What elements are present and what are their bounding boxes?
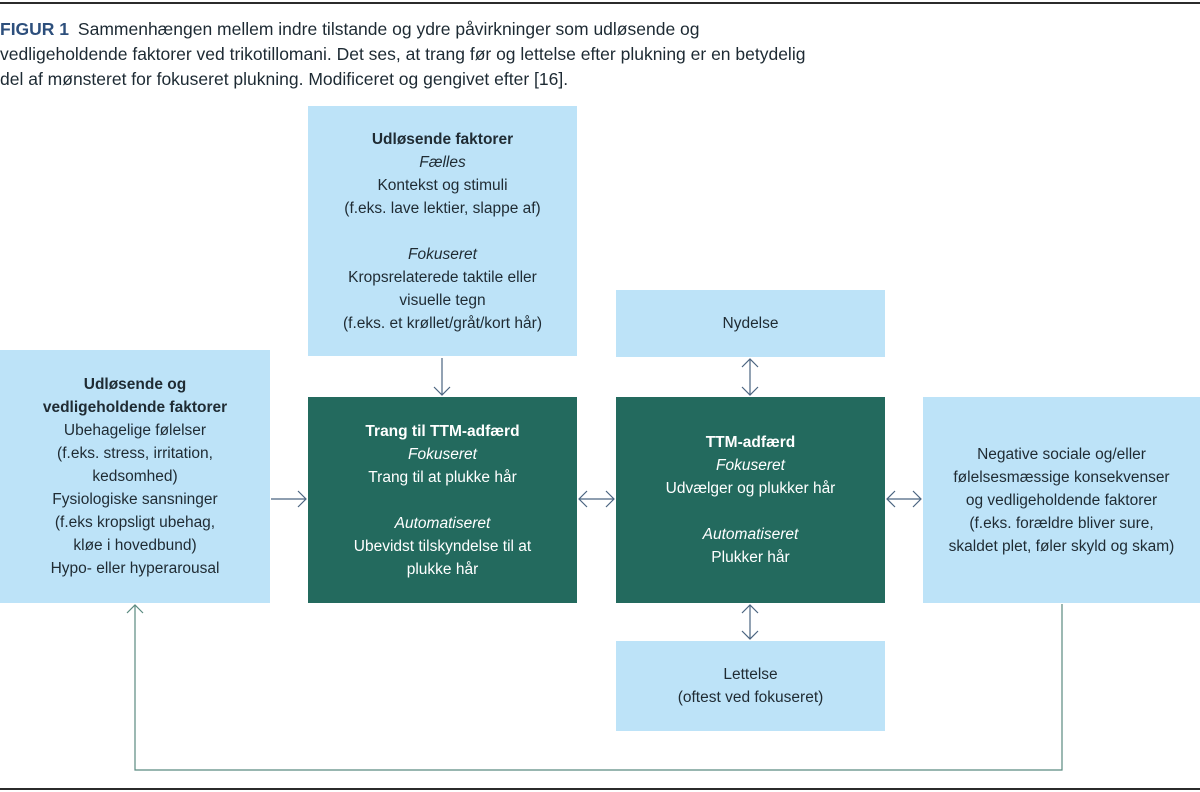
arrow-behavior-consequences: [886, 490, 922, 508]
box-title: vedligeholdende faktorer: [42, 399, 228, 416]
box-subtitle: Fokuseret: [716, 457, 785, 474]
box-text: Kontekst og stimuli: [377, 176, 508, 194]
box-text: Hypo- eller hyperarousal: [50, 560, 220, 577]
box-consequences: Negative sociale og/eller følelsesmæssig…: [923, 397, 1200, 603]
figure-caption: FIGUR 1 Sammenhængen mellem indre tilsta…: [0, 17, 830, 92]
arrow-urge-behavior: [578, 490, 615, 508]
box-text: (f.eks kropsligt ubehag,: [54, 514, 216, 531]
box-text: Negative sociale og/eller: [977, 445, 1146, 463]
box-text: (f.eks. et krøllet/gråt/kort hår): [343, 314, 542, 332]
figure-label: FIGUR 1: [0, 19, 70, 39]
arrow-behavior-relief: [741, 604, 759, 640]
box-text: Lettelse: [723, 666, 778, 683]
box-title: Udløsende og: [83, 376, 187, 393]
box-subtitle: Automatiseret: [394, 514, 491, 532]
box-pleasure: Nydelse: [616, 290, 885, 357]
bottom-rule: [0, 788, 1200, 790]
box-text: (f.eks. stress, irritation,: [57, 445, 213, 462]
box-text: kløe i hovedbund): [73, 537, 197, 554]
box-text: og vedligeholdende faktorer: [965, 491, 1158, 509]
arrow-triggers-top-to-urge: [433, 358, 451, 396]
box-text: visuelle tegn: [399, 291, 486, 309]
box-text: (f.eks. forældre bliver sure,: [969, 514, 1154, 532]
box-text: Ubevidst tilskyndelse til at: [353, 537, 532, 555]
box-subtitle: Fokuseret: [408, 245, 477, 263]
box-text: Plukker hår: [711, 549, 790, 566]
arrow-behavior-pleasure: [741, 358, 759, 396]
box-text: plukke hår: [406, 560, 479, 578]
box-title: Udløsende faktorer: [371, 130, 514, 148]
box-urge: Trang til TTM-adfærd Fokuseret Trang til…: [308, 397, 577, 603]
box-text: kedsomhed): [92, 468, 178, 485]
box-subtitle: Automatiseret: [702, 526, 799, 543]
box-subtitle: Fælles: [419, 153, 466, 171]
arrow-triggers-left-to-urge: [271, 490, 307, 508]
box-text: Udvælger og plukker hår: [665, 480, 836, 497]
box-text: Fysiologiske sansninger: [52, 491, 218, 508]
box-text: Ubehagelige følelser: [63, 422, 207, 439]
arrow-feedback-loop: [126, 604, 1063, 771]
box-behavior: TTM-adfærd Fokuseret Udvælger og plukker…: [616, 397, 885, 603]
box-title: Trang til TTM-adfærd: [365, 422, 520, 440]
box-text: (oftest ved fokuseret): [677, 689, 824, 706]
top-rule: [0, 2, 1200, 4]
box-text: (f.eks. lave lektier, slappe af): [344, 199, 541, 217]
box-relief: Lettelse (oftest ved fokuseret): [616, 641, 885, 731]
box-subtitle: Fokuseret: [408, 445, 477, 463]
box-title: TTM-adfærd: [705, 434, 796, 451]
box-text: Trang til at plukke hår: [368, 468, 517, 486]
box-text: følelsesmæssige konsekvenser: [953, 468, 1170, 486]
box-triggers-left: Udløsende og vedligeholdende faktorer Ub…: [0, 350, 270, 603]
box-text: skaldet plet, føler skyld og skam): [948, 537, 1175, 555]
box-text: Kropsrelaterede taktile eller: [348, 268, 537, 286]
box-text: Nydelse: [722, 315, 779, 332]
box-triggers-top: Udløsende faktorer Fælles Kontekst og st…: [308, 106, 577, 356]
figure-caption-text: Sammenhængen mellem indre tilstande og y…: [0, 19, 806, 89]
